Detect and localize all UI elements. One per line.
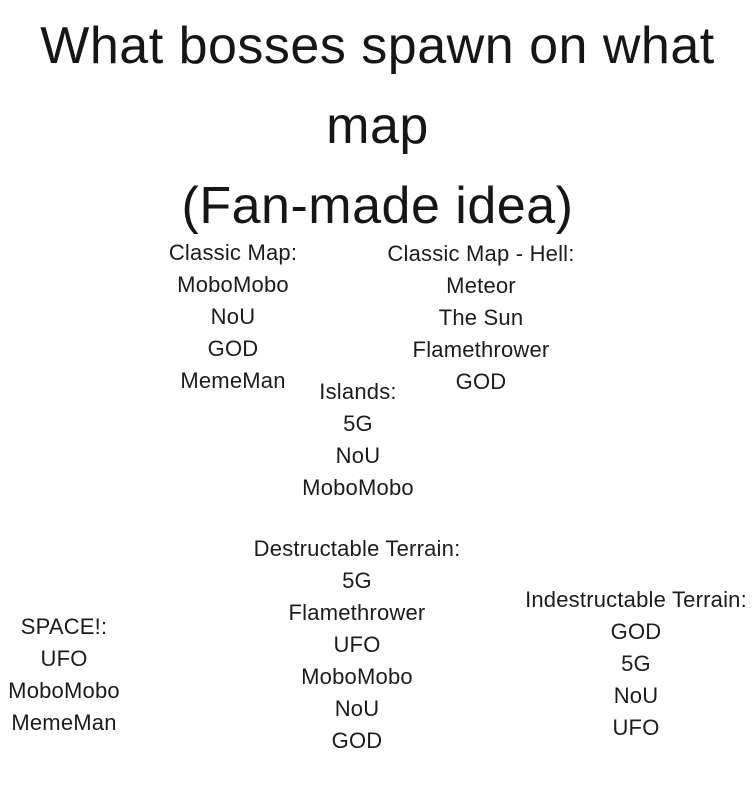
title-line-2: map	[326, 97, 429, 155]
map-heading-indestructable: Indestructable Terrain:	[525, 587, 747, 612]
title-line-3: (Fan-made idea)	[181, 177, 574, 235]
title-line-1: What bosses spawn on what	[40, 17, 715, 75]
boss-name: 5G	[343, 411, 373, 436]
boss-name: MoboMobo	[177, 272, 289, 297]
map-heading-classic: Classic Map:	[168, 240, 298, 265]
boss-name: GOD	[455, 369, 507, 394]
section-classic-map-hell: Classic Map - Hell: Meteor The Sun Flame…	[387, 238, 574, 398]
boss-name: 5G	[342, 568, 372, 593]
boss-name: MemeMan	[180, 368, 286, 393]
section-indestructable-terrain: Indestructable Terrain: GOD 5G NoU UFO	[525, 584, 747, 744]
boss-name: MoboMobo	[8, 678, 120, 703]
boss-name: GOD	[207, 336, 259, 361]
map-heading-destructable: Destructable Terrain:	[253, 536, 461, 561]
map-heading-space: SPACE!:	[20, 614, 108, 639]
boss-name: NoU	[613, 683, 659, 708]
boss-name: NoU	[334, 696, 380, 721]
boss-name: UFO	[40, 646, 88, 671]
boss-name: MoboMobo	[301, 664, 413, 689]
boss-name: UFO	[612, 715, 660, 740]
map-heading-islands: Islands:	[319, 379, 397, 404]
section-islands: Islands: 5G NoU MoboMobo	[302, 376, 414, 504]
boss-name: MoboMobo	[302, 475, 414, 500]
boss-name: UFO	[333, 632, 381, 657]
boss-name: NoU	[335, 443, 381, 468]
boss-name: NoU	[210, 304, 256, 329]
map-heading-hell: Classic Map - Hell:	[387, 241, 575, 266]
boss-name: Flamethrower	[288, 600, 426, 625]
section-classic-map: Classic Map: MoboMobo NoU GOD MemeMan	[169, 237, 297, 397]
boss-name: 5G	[621, 651, 651, 676]
page-title: What bosses spawn on what map (Fan-made …	[0, 6, 755, 246]
section-destructable-terrain: Destructable Terrain: 5G Flamethrower UF…	[254, 533, 461, 757]
boss-name: Flamethrower	[412, 337, 550, 362]
section-space: SPACE!: UFO MoboMobo MemeMan	[8, 611, 120, 739]
boss-name: Meteor	[446, 273, 516, 298]
boss-name: GOD	[610, 619, 662, 644]
boss-name: The Sun	[438, 305, 524, 330]
boss-name: MemeMan	[11, 710, 117, 735]
boss-name: GOD	[331, 728, 383, 753]
